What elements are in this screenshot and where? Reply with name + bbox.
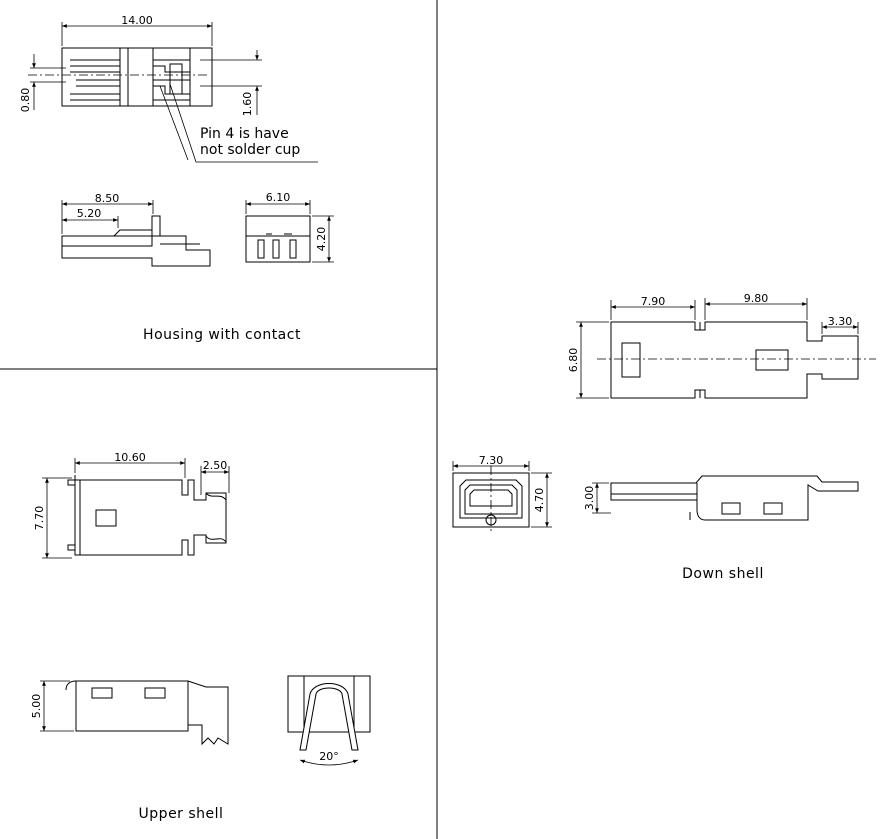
down-front-label: 7.90 <box>641 295 666 308</box>
note-line-1: Pin 4 is have <box>200 126 289 142</box>
side-total-label: 8.50 <box>95 192 120 205</box>
housing-width-label: 1.60 <box>241 92 254 117</box>
upper-shell-angle-dimension: 20° <box>299 750 359 766</box>
down-shell-side-view <box>610 475 859 521</box>
upper-tail-label: 2.50 <box>203 459 228 472</box>
housing-top-view <box>28 47 213 107</box>
housing-caption: Housing with contact <box>143 327 301 343</box>
down-face-width-label: 7.30 <box>479 454 504 467</box>
down-shell-top-dimensions: 7.90 9.80 3.30 6.80 <box>567 292 859 399</box>
upper-width-label: 7.70 <box>33 506 46 531</box>
down-shell-face-dimensions: 7.30 4.70 <box>452 454 552 528</box>
housing-pitch-label: 0.80 <box>19 88 32 113</box>
down-mid-label: 9.80 <box>744 292 769 305</box>
upper-angle-label: 20° <box>319 750 339 763</box>
note-line-2: not solder cup <box>200 142 300 158</box>
down-shell-top-view <box>597 321 876 399</box>
down-shell-caption: Down shell <box>682 566 764 582</box>
upper-height-label: 5.00 <box>30 694 43 719</box>
down-width-label: 6.80 <box>567 348 580 373</box>
upper-shell-side-dimensions: 5.00 <box>30 680 74 732</box>
housing-top-dimensions: 14.00 0.80 1.60 <box>19 14 262 116</box>
down-tail-label: 3.30 <box>828 315 853 328</box>
front-width-label: 6.10 <box>266 191 291 204</box>
upper-shell-caption: Upper shell <box>139 806 224 822</box>
housing-note: Pin 4 is have not solder cup <box>159 83 318 163</box>
upper-shell-top-view <box>67 475 227 556</box>
upper-shell-front-view <box>287 675 371 751</box>
housing-length-label: 14.00 <box>121 14 153 27</box>
down-shell-side-dimensions: 3.00 <box>583 482 611 514</box>
housing-side-dimensions: 8.50 5.20 <box>61 192 154 234</box>
upper-shell-side-view <box>65 680 229 746</box>
side-inner-label: 5.20 <box>77 207 102 220</box>
down-side-height-label: 3.00 <box>583 486 596 511</box>
housing-front-view <box>245 215 311 263</box>
down-face-height-label: 4.70 <box>533 488 546 513</box>
upper-length-label: 10.60 <box>114 451 146 464</box>
front-height-label: 4.20 <box>315 227 328 252</box>
upper-shell-top-dimensions: 10.60 2.50 7.70 <box>33 451 230 559</box>
down-shell-face-view <box>452 466 530 532</box>
section-dividers <box>0 0 438 839</box>
housing-side-view <box>61 215 211 267</box>
housing-front-dimensions: 6.10 4.20 <box>245 191 334 263</box>
